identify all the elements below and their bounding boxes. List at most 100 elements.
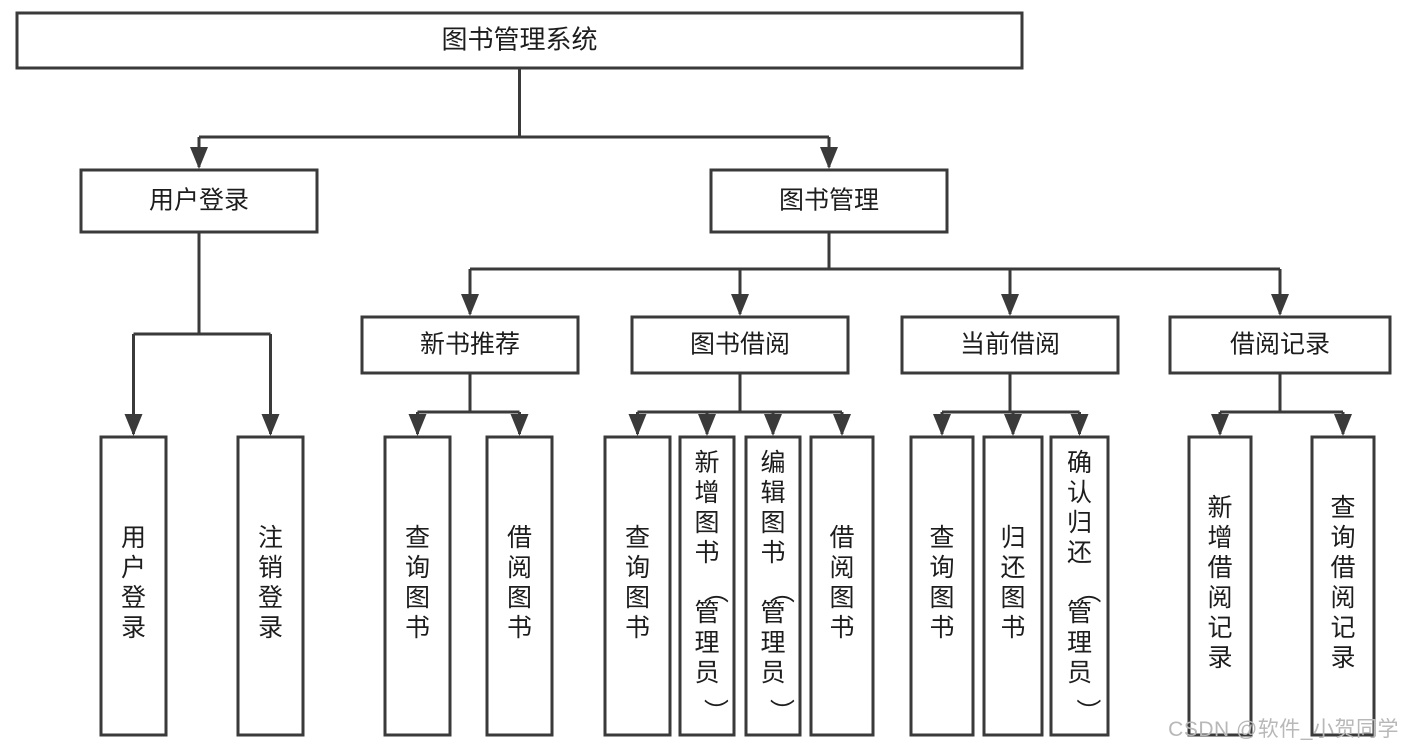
node-current-borrow[interactable]: 当前借阅: [900, 315, 1120, 375]
node-box-leaf-query-book-3: [909, 435, 975, 737]
arrow-head-icon: [1271, 294, 1289, 316]
node-label-leaf-query-record-char: 记: [1330, 614, 1355, 642]
node-book-manage[interactable]: 图书管理: [709, 168, 949, 234]
node-label-leaf-add-book-char: 理: [694, 629, 719, 657]
node-box-leaf-borrow-book-2: [809, 435, 875, 737]
arrow-head-icon: [820, 147, 838, 169]
node-box-root: [15, 11, 1024, 70]
node-label-leaf-confirm-return-char: 管: [1067, 599, 1092, 627]
node-label-leaf-add-book-char: （: [701, 578, 729, 603]
arrow-head-icon: [1334, 414, 1352, 436]
node-label-leaf-query-book-2-char: 查: [625, 524, 650, 552]
node-label-leaf-user-login-char: 用: [121, 524, 146, 552]
node-label-leaf-edit-book-char: 辑: [760, 479, 785, 507]
node-label-leaf-borrow-book-2-char: 借: [829, 524, 854, 552]
arrow-head-icon: [124, 414, 143, 436]
node-label-leaf-logout-char: 录: [258, 614, 283, 642]
node-label-leaf-return-book-char: 还: [1000, 554, 1025, 582]
node-box-current-borrow: [900, 315, 1120, 375]
node-label-leaf-confirm-return-char: 员: [1067, 659, 1092, 687]
node-label-leaf-borrow-book-1-char: 借: [507, 524, 532, 552]
node-box-leaf-user-login: [99, 435, 168, 737]
arrow-head-icon: [261, 414, 280, 436]
node-box-leaf-query-record: [1310, 435, 1376, 737]
node-label-leaf-add-book-char: 增: [694, 479, 719, 507]
node-label-leaf-query-book-3-char: 询: [929, 554, 954, 582]
node-leaf-user-login[interactable]: 用户登录: [99, 435, 168, 737]
node-label-leaf-add-book-char: 新: [694, 449, 719, 477]
node-label-leaf-confirm-return-char: 理: [1067, 629, 1092, 657]
arrow-head-icon: [698, 414, 716, 436]
node-label-book-borrow: 图书借阅: [690, 331, 790, 359]
arrow-head-icon: [1211, 414, 1229, 436]
node-label-leaf-confirm-return-char: ）: [1074, 698, 1102, 723]
node-label-leaf-query-book-3-char: 图: [929, 584, 954, 612]
arrow-head-icon: [510, 414, 529, 436]
node-label-leaf-query-book-3-char: 查: [929, 524, 954, 552]
arrow-head-icon: [833, 414, 851, 436]
node-box-leaf-return-book: [982, 435, 1044, 737]
node-label-leaf-edit-book-char: 编: [760, 449, 785, 477]
node-user-login[interactable]: 用户登录: [79, 168, 319, 234]
connector-layer: [124, 68, 1352, 436]
arrow-head-icon: [190, 147, 208, 169]
node-label-borrow-record: 借阅记录: [1230, 331, 1330, 359]
node-label-leaf-add-record-char: 记: [1207, 614, 1232, 642]
node-label-leaf-logout-char: 销: [258, 554, 283, 582]
node-label-leaf-query-book-1-char: 查: [405, 524, 430, 552]
node-label-leaf-edit-book-char: ）: [767, 698, 795, 723]
node-root[interactable]: 图书管理系统: [15, 11, 1024, 70]
node-label-leaf-add-book-char: 管: [694, 599, 719, 627]
node-label-leaf-add-record-char: 增: [1207, 524, 1232, 552]
node-label-leaf-logout-char: 注: [258, 524, 283, 552]
node-label-leaf-edit-book-char: 员: [760, 659, 785, 687]
node-new-book-recommend[interactable]: 新书推荐: [360, 315, 580, 375]
node-label-leaf-query-book-2-char: 图: [625, 584, 650, 612]
node-label-leaf-edit-book-char: （: [767, 578, 795, 603]
node-label-leaf-query-book-2-char: 询: [625, 554, 650, 582]
node-label-leaf-return-book-char: 书: [1000, 614, 1025, 642]
node-label-leaf-edit-book-char: 书: [760, 539, 785, 567]
node-label-leaf-query-record-char: 查: [1330, 494, 1355, 522]
node-label-leaf-confirm-return-char: 确: [1067, 449, 1092, 477]
node-label-leaf-add-book-char: 员: [694, 659, 719, 687]
node-label-leaf-confirm-return-char: 还: [1067, 539, 1092, 567]
node-box-leaf-logout: [236, 435, 305, 737]
node-label-leaf-query-record-char: 询: [1330, 524, 1355, 552]
node-box-user-login: [79, 168, 319, 234]
node-label-leaf-borrow-book-2-char: 阅: [829, 554, 854, 582]
arrow-head-icon: [1004, 414, 1022, 436]
node-label-leaf-add-record-char: 录: [1207, 644, 1232, 672]
node-borrow-record[interactable]: 借阅记录: [1168, 315, 1392, 375]
arrow-head-icon: [731, 294, 749, 316]
node-label-leaf-confirm-return-char: 归: [1067, 509, 1092, 537]
node-label-leaf-add-record-char: 新: [1207, 494, 1232, 522]
node-box-leaf-edit-book: [744, 435, 802, 737]
arrow-head-icon: [1001, 294, 1019, 316]
node-box-leaf-confirm-return: [1049, 435, 1110, 737]
node-label-user-login: 用户登录: [149, 187, 249, 215]
node-box-leaf-borrow-book-1: [485, 435, 554, 737]
node-label-leaf-borrow-book-1-char: 图: [507, 584, 532, 612]
arrow-head-icon: [461, 294, 479, 316]
node-book-borrow[interactable]: 图书借阅: [630, 315, 850, 375]
node-label-leaf-add-book-char: 图: [694, 509, 719, 537]
node-label-leaf-borrow-book-1-char: 阅: [507, 554, 532, 582]
node-box-borrow-record: [1168, 315, 1392, 375]
node-label-leaf-edit-book-char: 图: [760, 509, 785, 537]
node-label-leaf-user-login-char: 登: [121, 584, 146, 612]
